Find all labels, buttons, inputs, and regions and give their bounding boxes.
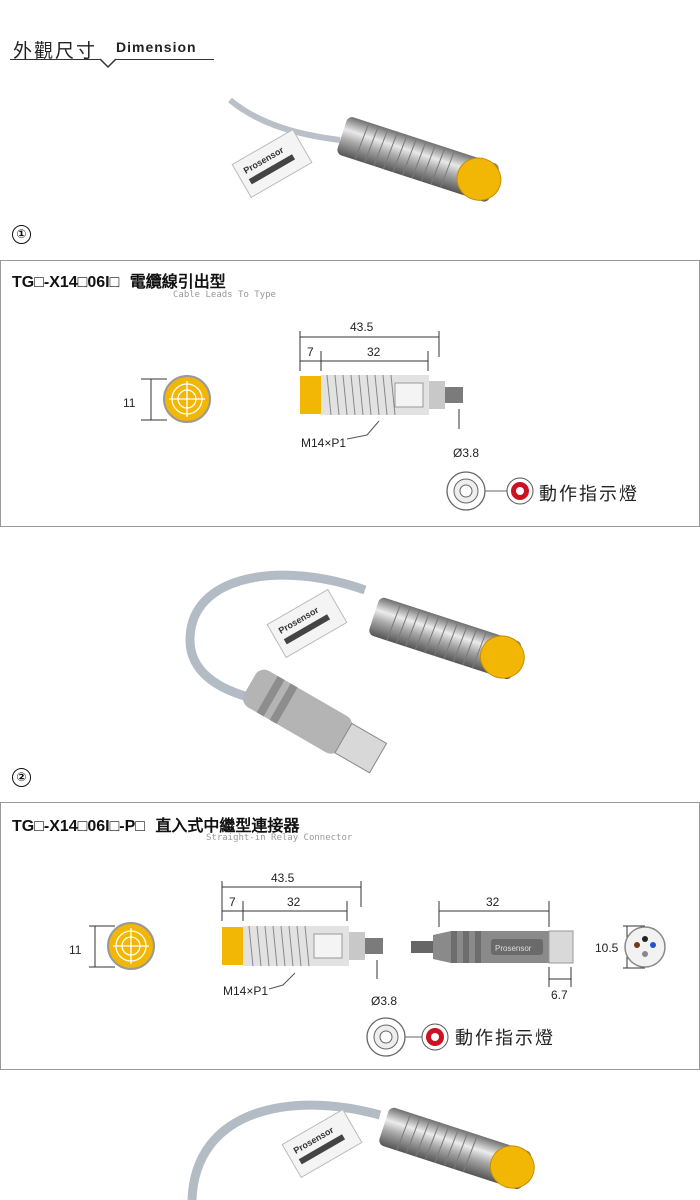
section-2-number: ② (12, 768, 31, 787)
indicator-led-icon-2 (366, 1017, 449, 1057)
overall-length-label: 43.5 (350, 320, 374, 334)
overall-length-label-2: 43.5 (271, 871, 295, 885)
page-title: 外觀尺寸 (13, 41, 98, 62)
face-view-drawing-2 (89, 922, 155, 970)
model-type-cn: 電纜線引出型 (129, 274, 226, 291)
cable-diameter-label: Ø3.8 (453, 446, 480, 460)
model-type-cn-2: 直入式中繼型連接器 (155, 818, 300, 835)
cap-length-label-2: 7 (229, 895, 236, 909)
product-photo-3: Prosensor (187, 1100, 535, 1200)
face-diameter-label-2: 11 (69, 943, 82, 957)
face-view-drawing (141, 375, 211, 423)
model-code-2: TG□-X14□06I□-P□ (12, 818, 145, 835)
product-photo-connector: Prosensor (185, 570, 525, 774)
model-code: TG□-X14□06I□ (12, 274, 120, 291)
face-diameter-label: 11 (123, 396, 136, 410)
connector-diameter-label: 10.5 (595, 941, 619, 955)
connector-drawing: Prosensor (411, 901, 574, 987)
thread-spec-label: M14×P1 (301, 436, 347, 450)
thread-spec-label-2: M14×P1 (223, 984, 269, 998)
thread-length-label: 32 (367, 345, 381, 359)
page-subtitle: Dimension (116, 39, 197, 55)
model-type-en: Cable Leads To Type (173, 290, 276, 300)
product-label: Prosensor (231, 128, 313, 199)
product-label-3: Prosensor (281, 1108, 363, 1179)
product-photo-cable: Prosensor (228, 97, 502, 202)
section-2-model: TG□-X14□06I□-P□ 直入式中繼型連接器 (12, 812, 299, 836)
side-view-drawing-2 (221, 881, 383, 990)
product-label-2: Prosensor (266, 588, 348, 659)
indicator-label: 動作指示燈 (539, 484, 639, 504)
cable-diameter-label-2: Ø3.8 (371, 994, 398, 1008)
section-1-box: TG□-X14□06I□ 電纜線引出型 Cable Leads To Type … (0, 260, 700, 527)
model-type-en-2: Straight-in Relay Connector (206, 833, 353, 843)
section-1-number: ① (12, 225, 31, 244)
connector-tip-label: 6.7 (551, 988, 568, 1002)
indicator-label-2: 動作指示燈 (455, 1028, 555, 1048)
thread-length-label-2: 32 (287, 895, 301, 909)
connector-brand-text: Prosensor (495, 944, 532, 953)
section-2-box: TG□-X14□06I□-P□ 直入式中繼型連接器 Straight-in Re… (0, 802, 700, 1070)
side-view-drawing (299, 331, 463, 440)
connector-length-label: 32 (486, 895, 500, 909)
cap-length-label: 7 (307, 345, 314, 359)
indicator-led-icon (446, 471, 534, 511)
connector-pin-view (623, 925, 666, 969)
section-1-model: TG□-X14□06I□ 電纜線引出型 (12, 268, 226, 292)
title-pointer-icon (99, 58, 117, 69)
